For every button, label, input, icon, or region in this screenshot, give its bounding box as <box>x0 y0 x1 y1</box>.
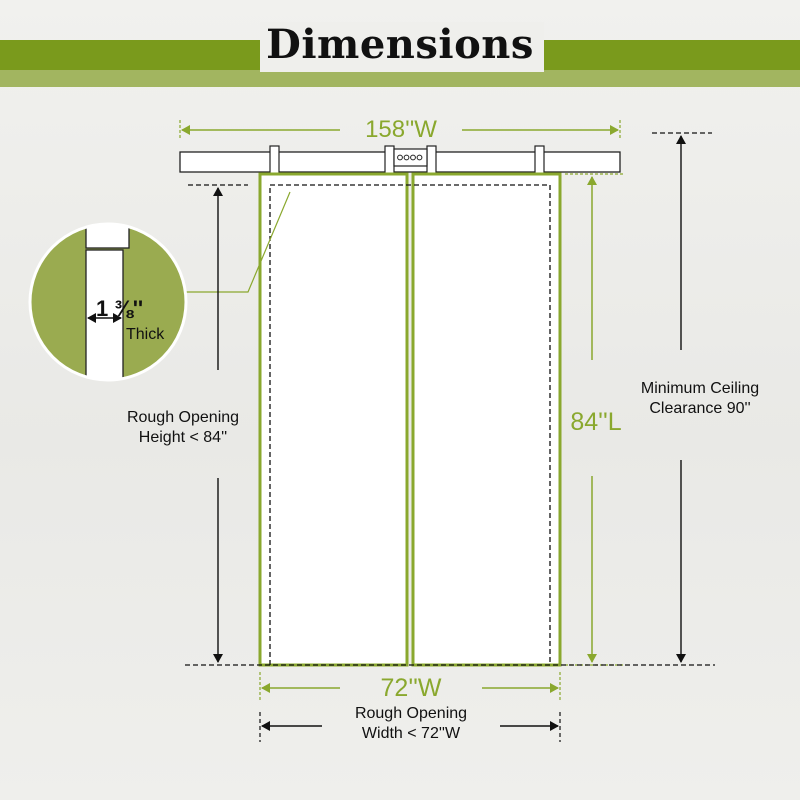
ceiling-line2: Clearance 90'' <box>649 400 751 417</box>
track-width-label: 158''W <box>365 116 437 143</box>
page-title: Dimensions <box>266 21 534 68</box>
sliding-rail <box>179 145 621 177</box>
thickness-value: 1 ⅜'' <box>96 296 144 321</box>
rough-height-line2: Height < 84'' <box>138 429 228 446</box>
rough-width-line2: Width < 72''W <box>361 725 461 742</box>
door-width-dimension <box>259 672 561 700</box>
rough-height-dimension <box>188 184 248 663</box>
thickness-detail <box>28 222 188 382</box>
ceiling-line1: Minimum Ceiling <box>640 380 760 397</box>
thickness-label: Thick <box>126 326 165 343</box>
detail-pointer <box>185 191 291 293</box>
header-band-light <box>0 70 800 87</box>
title-backdrop <box>260 22 544 72</box>
door-panels <box>258 172 562 667</box>
rough-width-line1: Rough Opening <box>354 705 468 722</box>
rough-width-dimension <box>259 712 561 742</box>
door-width-label: 72''W <box>380 674 442 702</box>
ceiling-clearance-dimension <box>652 132 712 663</box>
rough-height-line1: Rough Opening <box>126 409 240 426</box>
door-length-label: 84''L <box>570 408 622 436</box>
track-width-dimension <box>179 120 621 140</box>
